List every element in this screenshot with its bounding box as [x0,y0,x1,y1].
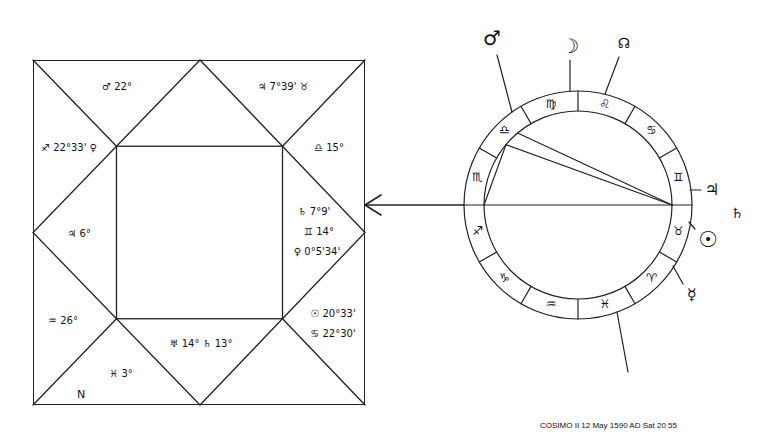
house-entry: ♅ 14° ♄ 13° [170,338,233,349]
sign-spoke [479,148,496,158]
zodiac-sign: ♐ [472,225,483,238]
sign-spoke [577,91,578,111]
aspect-line [506,145,672,205]
wheel-lines [464,55,701,372]
inner-square [117,146,283,319]
house-diamond [33,60,365,405]
sign-spoke [577,299,578,319]
aspect-line [518,133,672,205]
house-entry: ♀ 0°5'34' [294,246,340,257]
house-entry: ♃ 6° [67,228,91,239]
house-entry: ☉ 20°33' [310,308,355,319]
sign-spoke [672,204,692,205]
planet-leader [689,222,695,229]
zodiac-sign: ♓ [600,299,611,312]
house-entry: ♃ 7°39' ♉ [257,81,308,92]
house-entry: ♂ 22° [102,81,132,92]
house-entry: ♐ 22°33' ♀ [41,142,97,153]
corner-line [283,319,366,405]
sign-spoke [659,148,676,158]
planet-leader [497,55,512,112]
house-entry: ♋ 22°30' [310,328,355,339]
zodiac-sign: ♍ [546,98,557,111]
sign-spoke [464,204,484,205]
house-entry: N [77,389,85,401]
corner-line [33,60,117,146]
planet-leader [673,266,683,284]
planet-glyph: ♃ [705,181,719,199]
zodiac-sign: ♒ [546,299,557,312]
house-lines [33,60,365,405]
planet-glyph: ♄ [731,206,744,221]
zodiac-sign: ♎ [499,125,510,138]
planet-glyph: ☉ [698,228,718,252]
planet-leader [569,60,570,91]
zodiac-sign: ♑ [499,272,510,285]
house-entry: ♄ 7°9' [298,206,331,217]
arrow-connector [365,195,464,215]
zodiac-sign: ♏ [472,171,483,184]
house-entry: ♎ 15° [314,142,344,153]
connector-line [365,204,464,206]
corner-line [283,60,366,146]
zodiac-sign: ♊ [673,171,684,184]
house-entry: ♊ 14° [304,226,334,237]
wheel-outer [464,91,692,319]
axis-line [617,312,628,372]
planet-glyph: ☊ [618,36,630,51]
planet-glyph: ☽ [561,35,579,57]
planet-leader [605,57,619,94]
aspect-line [484,204,672,205]
house-chart: ♂ 22° ♃ 7°39' ♉ ♐ 22°33' ♀ ♎ 15° ♃ 6° ♄ 7°9' ♊… [33,60,365,405]
planet-leader [690,189,701,190]
sign-spoke [659,252,676,262]
zodiac-sign: ♈ [646,272,657,285]
arrow-head [365,195,381,215]
house-entry: ♓ 3° [109,368,133,379]
zodiac-sign: ♋ [646,125,657,138]
zodiac-sign: ♌ [600,98,611,111]
sign-spoke [521,106,531,123]
sign-spoke [479,252,496,262]
zodiac-sign: ♉ [673,225,684,238]
corner-line [33,319,117,405]
aspect-line [484,145,506,205]
planet-glyph: ☿ [687,286,697,304]
chart-caption: COSIMO II 12 May 1590 AD Sat 20 55 [540,421,677,430]
sign-spoke [625,286,635,303]
house-entry: ♒ 26° [48,315,78,326]
wheel-inner [484,111,672,299]
sign-spoke [625,106,635,123]
planet-glyph: ♂ [483,27,501,49]
zodiac-wheel: ♐ ♑ ♒ ♓ ♈ ♉ ♊ ♋ ♌ ♍ ♎ ♏ [464,91,692,319]
sign-spoke [521,286,531,303]
